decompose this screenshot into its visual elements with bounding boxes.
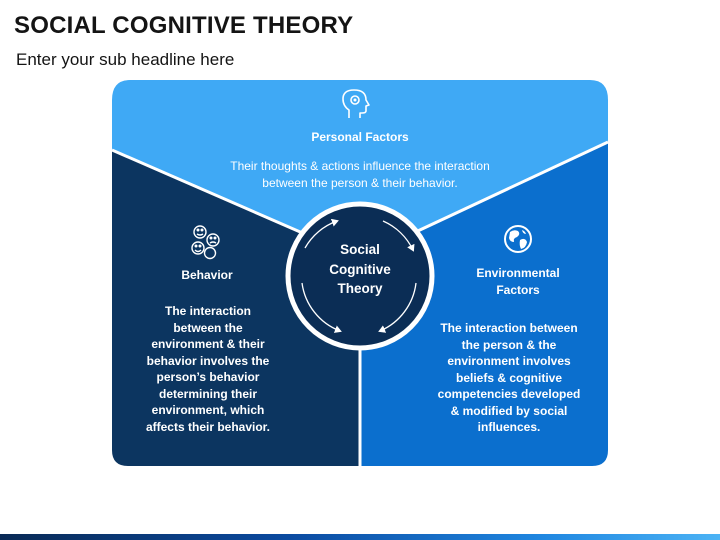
page-subtitle: Enter your sub headline here xyxy=(16,50,235,69)
behavior-panel xyxy=(112,150,360,466)
center-label: Social Cognitive Theory xyxy=(329,242,391,296)
page-title: SOCIAL COGNITIVE THEORY xyxy=(14,12,354,39)
personal-panel xyxy=(112,80,608,258)
personal-factors-text: Their thoughts & actions influence the i… xyxy=(230,159,490,190)
environmental-factors-text: The interaction between the person & the… xyxy=(437,321,581,434)
behavior-title: Behavior xyxy=(181,268,233,282)
environmental-panel xyxy=(360,142,608,466)
footer-gradient-bar xyxy=(0,534,720,540)
cycle-arrows-icon xyxy=(301,218,417,333)
center-circle xyxy=(285,201,435,351)
head-gears-icon xyxy=(342,89,370,118)
environmental-factors-title: Environmental Factors xyxy=(476,266,560,297)
emoji-faces-icon xyxy=(191,225,220,260)
behavior-text: The interaction between the environment … xyxy=(145,304,271,434)
personal-factors-title: Personal Factors xyxy=(311,130,409,144)
globe-icon xyxy=(504,225,532,253)
